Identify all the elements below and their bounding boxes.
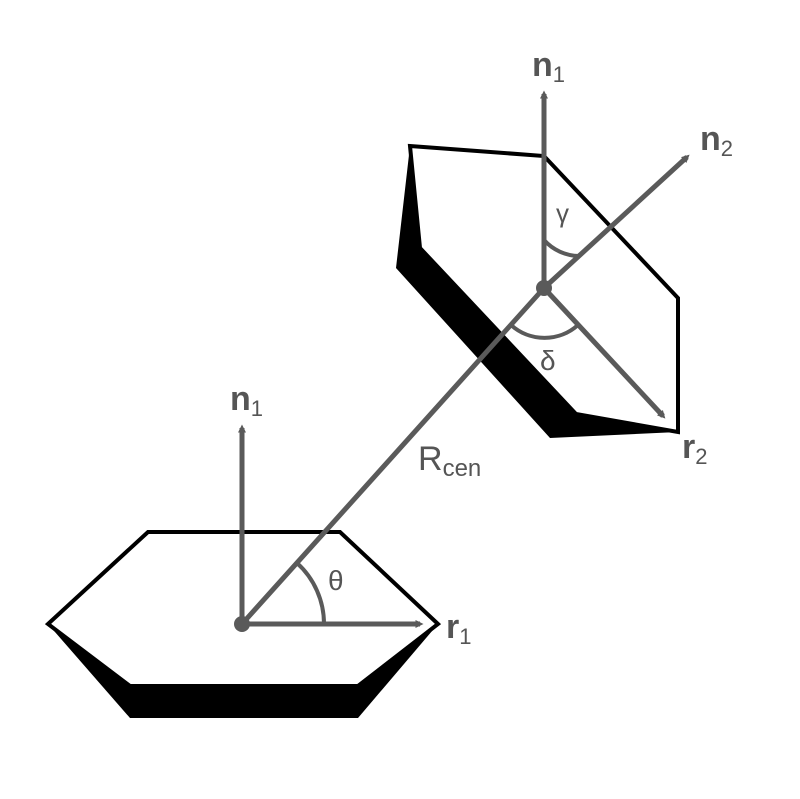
ring-2-shadow	[396, 146, 678, 438]
delta-label: δ	[540, 345, 556, 376]
theta-label: θ	[328, 565, 344, 596]
vectors	[238, 90, 690, 628]
gamma-arc	[542, 238, 580, 258]
ring-2-normal2-arrow	[542, 154, 690, 290]
ring-2-vector-arrow	[542, 286, 666, 419]
r-cen-line	[240, 286, 546, 626]
ring-1-normal-label: n1	[230, 380, 263, 421]
r-cen-label: Rcen	[418, 440, 481, 482]
ring-2	[396, 143, 680, 438]
ring-2-vector-label: r2	[682, 428, 707, 469]
ring-1-centroid	[234, 616, 250, 632]
delta-arc	[509, 323, 580, 340]
ring-2-centroid	[536, 280, 552, 296]
ring-2-normal2-label: n2	[700, 120, 733, 161]
angle-arcs	[295, 238, 580, 625]
theta-arc	[295, 561, 327, 625]
gamma-label: γ	[556, 198, 569, 228]
ring-2-normal1-label: n1	[532, 46, 565, 87]
ring-1-vector-label: r1	[446, 608, 471, 649]
